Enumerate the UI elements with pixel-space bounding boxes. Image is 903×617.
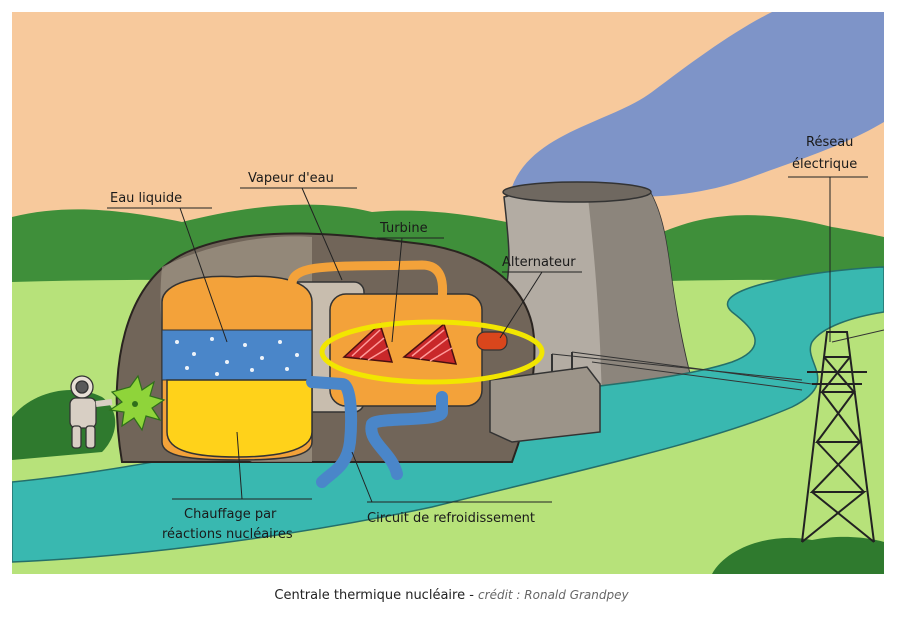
label-alternateur: Alternateur [502,255,576,270]
label-reseau: Réseau [806,135,853,150]
steam-pipe [287,260,448,301]
transformer-box [489,366,601,443]
reactor-core [166,379,313,458]
cooling-pipe [306,376,448,488]
alternator [476,331,508,351]
smoke-plume [512,12,884,199]
label-electrique: électrique [792,157,857,172]
cooling-tower-top [502,181,652,203]
turbine-rotor-2 [402,322,458,365]
bush-right [712,536,884,574]
caption-credit: crédit : Ronald Grandpey [478,588,629,602]
label-leaders [107,176,868,503]
label-eau-liquide: Eau liquide [110,191,182,206]
label-turbine: Turbine [379,221,428,236]
label-vapeur-eau: Vapeur d'eau [248,171,334,186]
power-lines [551,329,885,391]
figure-caption: Centrale thermique nucléaire - crédit : … [0,588,903,603]
radiation-suit-figure [69,375,113,449]
nuclear-plant-illustration: Eau liquide Vapeur d'eau Turbine Alterna… [11,12,885,574]
caption-title: Centrale thermique nucléaire [274,588,466,603]
caption-separator: - [465,588,479,603]
electric-pylon [801,331,875,543]
turbine-rotor-1 [342,322,394,363]
label-circuit: Circuit de refroidissement [367,511,535,526]
label-chauffage: Chauffage par [184,507,277,522]
liquid-water-zone [161,329,313,381]
turbine-highlight [319,319,545,385]
label-reactions: réactions nucléaires [162,527,293,542]
